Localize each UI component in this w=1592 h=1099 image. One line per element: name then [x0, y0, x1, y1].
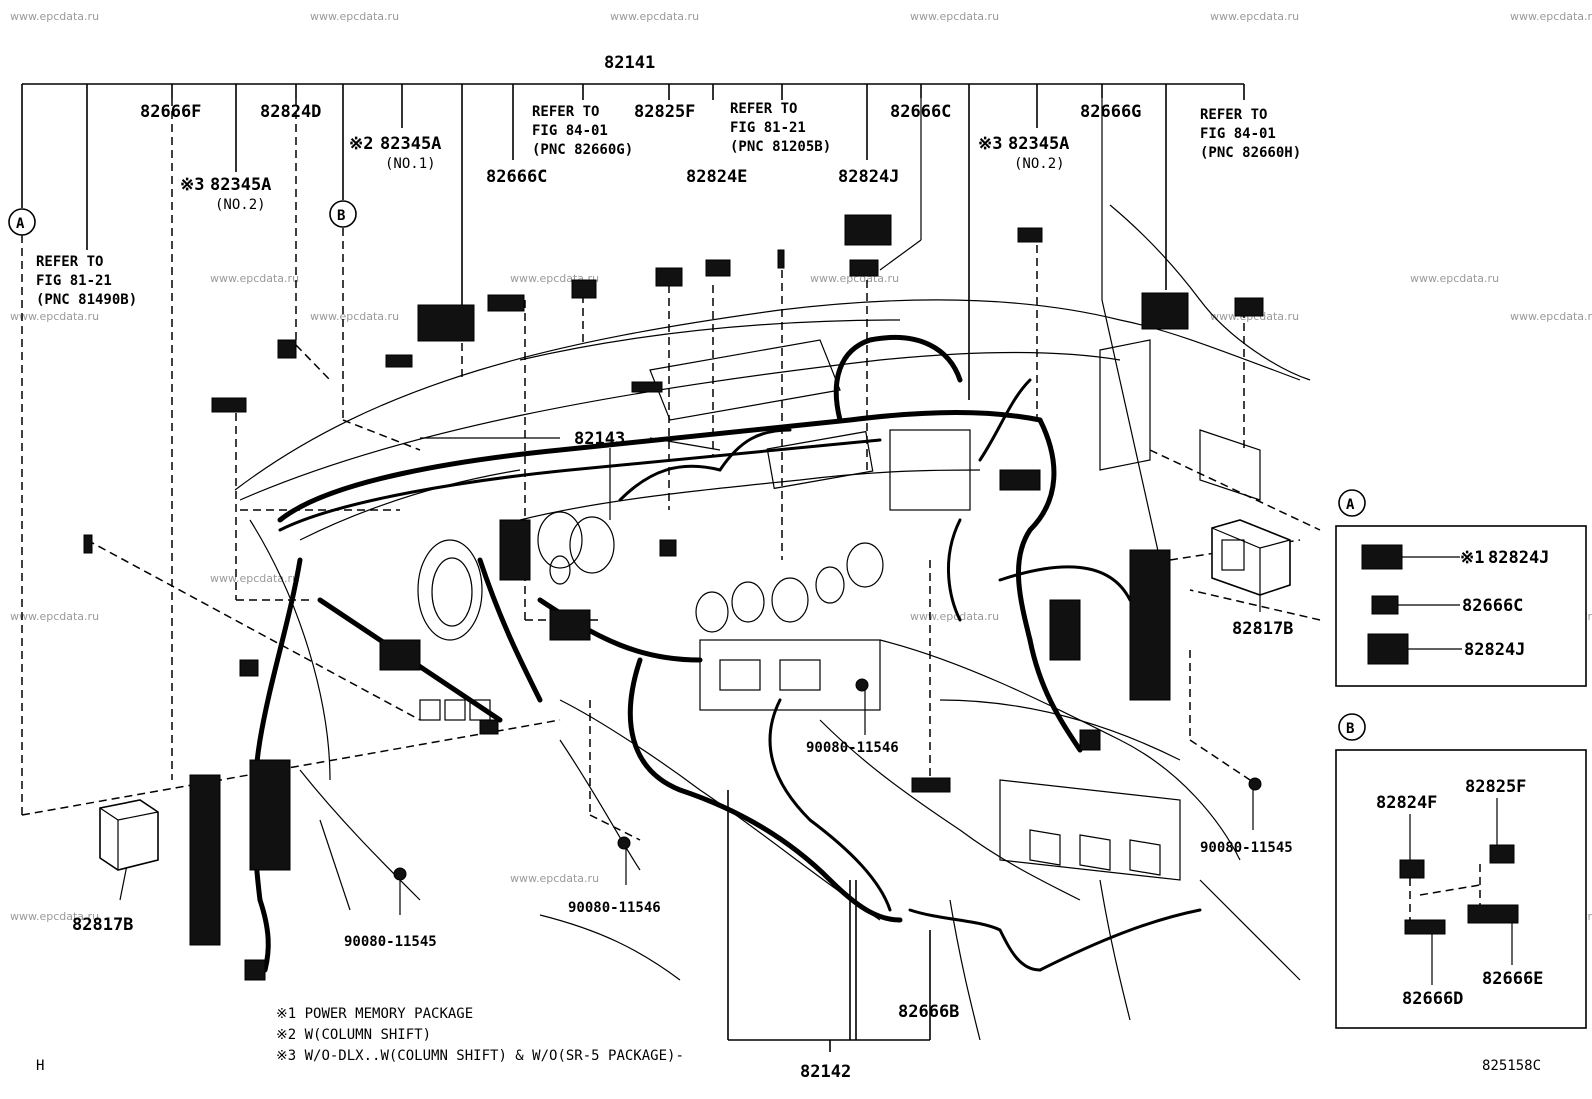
part-sub-no2: (NO.2) — [215, 197, 266, 213]
refer-line: (PNC 81490B) — [36, 292, 137, 308]
part-number-82141: 82141 — [604, 53, 655, 73]
inset-b-part: 82825F — [1465, 777, 1526, 797]
part-number-82345A-no2: 82345A — [210, 175, 271, 195]
footnote-1: ※1 POWER MEMORY PACKAGE — [276, 1006, 473, 1022]
relay-boxes: 82817B 82817B — [72, 519, 1293, 935]
part-sub-no2b: (NO.2) — [1014, 156, 1065, 172]
inset-b-part: 82666D — [1402, 989, 1463, 1009]
bolt-part-number: 90080-11545 — [1200, 840, 1293, 856]
watermark: www.epcdata.ru — [1510, 10, 1592, 23]
inset-a: A ※1 82824J 82666C 82824J — [1335, 489, 1587, 687]
inset-a-part: 82824J — [1464, 640, 1525, 660]
part-number-82345A-no2b: 82345A — [1008, 134, 1069, 154]
bolt-part-number: 90080-11546 — [568, 900, 661, 916]
inset-a-mark: ※1 — [1460, 548, 1484, 568]
refer-line: REFER TO — [730, 101, 797, 117]
inset-a-label: A — [1346, 497, 1355, 513]
watermark: www.epcdata.ru — [10, 310, 99, 323]
watermark: www.epcdata.ru — [310, 10, 399, 23]
watermark: www.epcdata.ru — [1410, 272, 1499, 285]
part-number-82824D: 82824D — [260, 102, 321, 122]
note-mark: ※3 — [978, 134, 1002, 154]
watermark: www.epcdata.ru — [910, 10, 999, 23]
part-number-82666G: 82666G — [1080, 102, 1141, 122]
part-number-82817B: 82817B — [72, 915, 133, 935]
harness-bundles — [251, 334, 1202, 973]
watermark: www.epcdata.ru — [510, 872, 599, 885]
part-number-82142: 82142 — [800, 1062, 851, 1082]
watermark: www.epcdata.ru — [910, 610, 999, 623]
inset-b-part: 82824F — [1376, 793, 1437, 813]
footnote-3: ※3 W/O-DLX..W(COLUMN SHIFT) & W/O(SR-5 P… — [276, 1048, 684, 1064]
bracket-82141: 82141 — [21, 53, 1245, 400]
inset-a-part: 82666C — [1462, 596, 1523, 616]
leader-solid-lines — [119, 98, 1254, 915]
part-number-82825F: 82825F — [634, 102, 695, 122]
refer-line: REFER TO — [36, 254, 103, 270]
inset-a-part: 82824J — [1488, 548, 1549, 568]
refer-line: REFER TO — [532, 104, 599, 120]
part-number-82666C: 82666C — [486, 167, 547, 187]
refer-line: FIG 81-21 — [730, 120, 806, 136]
footnotes: ※1 POWER MEMORY PACKAGE ※2 W(COLUMN SHIF… — [36, 1006, 1541, 1074]
part-number-82345A-no1: 82345A — [380, 134, 441, 154]
refer-line: (PNC 82660H) — [1200, 145, 1301, 161]
connectors — [83, 214, 1264, 981]
part-number-82666F: 82666F — [140, 102, 201, 122]
watermark: www.epcdata.ru — [210, 572, 299, 585]
note-mark: ※2 — [349, 134, 373, 154]
part-number-82824E: 82824E — [686, 167, 747, 187]
part-number-82666B: 82666B — [898, 1002, 959, 1022]
watermark: www.epcdata.ru — [10, 910, 99, 923]
watermark: www.epcdata.ru — [210, 272, 299, 285]
part-number-82824J: 82824J — [838, 167, 899, 187]
dashboard-outline — [234, 204, 1311, 1041]
refer-line: (PNC 81205B) — [730, 139, 831, 155]
watermark: www.epcdata.ru — [1510, 310, 1592, 323]
watermark: www.epcdata.ru — [10, 610, 99, 623]
inset-b-label: B — [1346, 721, 1354, 737]
bolt-part-number: 90080-11545 — [344, 934, 437, 950]
part-sub-no1: (NO.1) — [385, 156, 436, 172]
callout-b: B — [337, 208, 345, 224]
part-number-82817B: 82817B — [1232, 619, 1293, 639]
refer-line: (PNC 82660G) — [532, 142, 633, 158]
refer-line: FIG 84-01 — [1200, 126, 1276, 142]
refer-line: FIG 81-21 — [36, 273, 112, 289]
watermark: www.epcdata.ru — [310, 310, 399, 323]
inset-b: B 82824F 82825F 82666D 82666E — [1335, 713, 1587, 1029]
diagram-code: 825158C — [1482, 1058, 1541, 1074]
note-mark: ※3 — [180, 175, 204, 195]
bracket-82142: 82142 82666B — [727, 790, 959, 1082]
page-mark: H — [36, 1058, 44, 1074]
watermark: www.epcdata.ru — [1210, 10, 1299, 23]
watermark: www.epcdata.ru — [10, 10, 99, 23]
callouts: A B — [8, 200, 357, 236]
refer-line: FIG 84-01 — [532, 123, 608, 139]
bolt-part-number: 90080-11546 — [806, 740, 899, 756]
refer-line: REFER TO — [1200, 107, 1267, 123]
watermark: www.epcdata.ru — [610, 10, 699, 23]
inset-b-part: 82666E — [1482, 969, 1543, 989]
top-labels: 82666F 82824D ※2 82345A (NO.1) ※3 82345A… — [36, 101, 1301, 449]
bolt-labels: 90080-11546 90080-11546 90080-11545 9008… — [344, 740, 1293, 950]
callout-a: A — [16, 216, 25, 232]
footnote-2: ※2 W(COLUMN SHIFT) — [276, 1027, 431, 1043]
